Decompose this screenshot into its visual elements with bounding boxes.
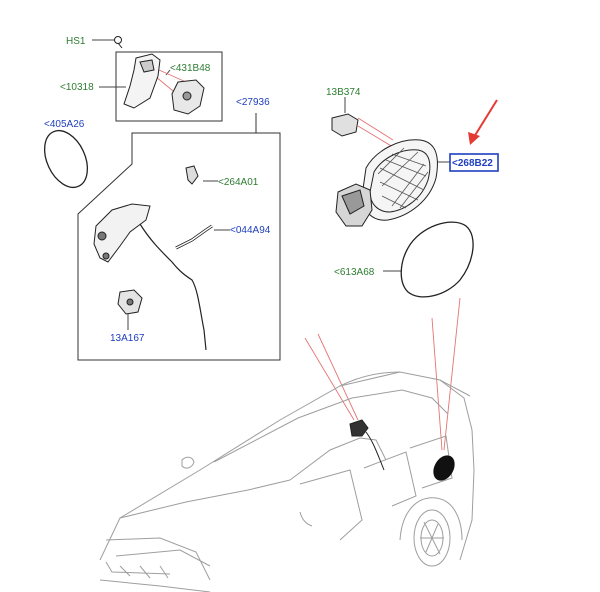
motor-part [171,79,205,115]
sensor-part [117,289,143,315]
fuel-flap-door-part [400,221,474,298]
label-268b22[interactable]: <268B22 [452,158,493,169]
label-431b48[interactable]: <431B48 [170,63,211,74]
release-cable-part [139,223,207,351]
selected-part-highlight [449,153,499,172]
clip-part [185,165,199,185]
label-264a01[interactable]: <264A01 [218,177,259,188]
label-044a94[interactable]: <044A94 [230,225,271,236]
vehicle-outline [99,371,475,592]
highlight-arrow [468,99,498,145]
label-13a167[interactable]: 13A167 [110,333,145,344]
label-13b374[interactable]: 13B374 [326,87,361,98]
vehicle-release-switch [349,419,385,471]
lock-actuator-part [123,53,161,109]
fuel-filler-housing-part [335,139,438,227]
switch-part [331,113,359,137]
label-27936[interactable]: <27936 [236,97,270,108]
release-handle-part [93,203,151,263]
screw-part [114,36,123,49]
vehicle-fuel-flap [433,455,455,481]
label-10318[interactable]: <10318 [60,82,94,93]
label-405a26[interactable]: <405A26 [44,119,85,130]
release-cable-group-box [77,132,281,361]
label-613a68[interactable]: <613A68 [334,267,375,278]
gasket-ring-part [43,129,89,189]
label-hs1[interactable]: HS1 [66,36,86,47]
